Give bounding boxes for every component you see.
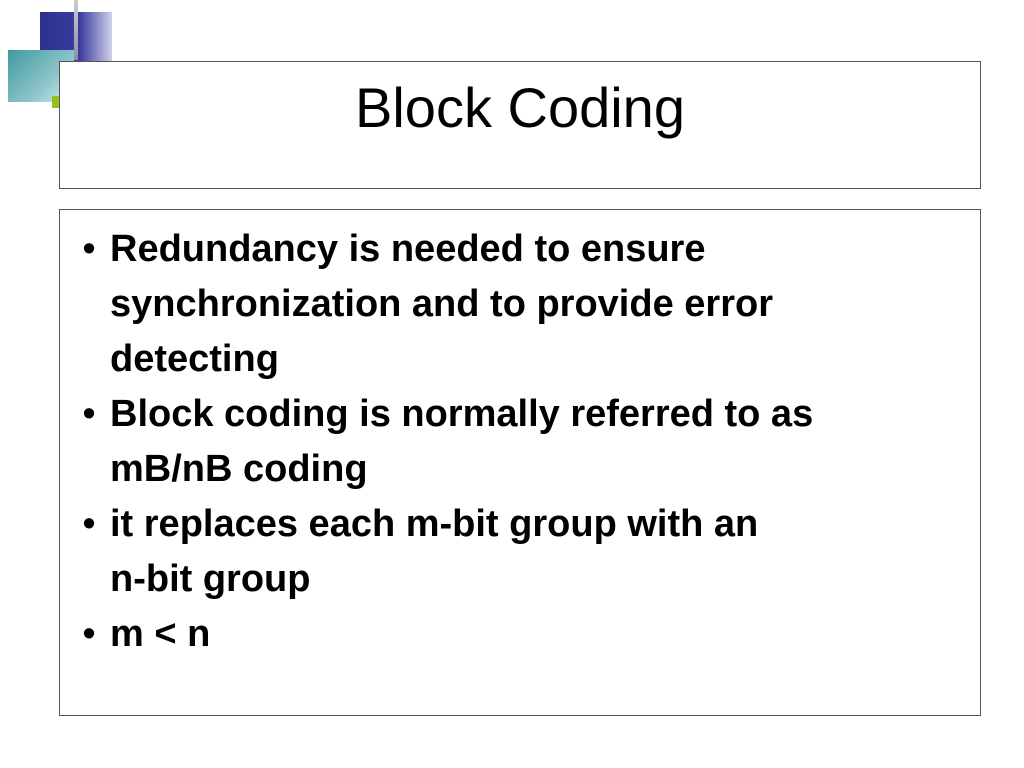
bullet-dot-icon: • bbox=[82, 503, 96, 545]
bullet-item-replaces: • it replaces each m-bit group with an n… bbox=[68, 497, 960, 607]
bullet-item-m-less-n: • m < n bbox=[68, 607, 960, 662]
bullet-text: m < n bbox=[110, 613, 211, 655]
bullet-dot-icon: • bbox=[82, 228, 96, 270]
slide-title: Block Coding bbox=[355, 76, 685, 139]
title-placeholder[interactable]: Block Coding bbox=[59, 61, 981, 189]
bullet-item-redundancy: • Redundancy is needed to ensure synchro… bbox=[68, 222, 960, 387]
bullet-item-mbnb: • Block coding is normally referred to a… bbox=[68, 387, 960, 497]
bullet-text: it replaces each m-bit group with an n-b… bbox=[110, 503, 759, 600]
content-placeholder[interactable]: • Redundancy is needed to ensure synchro… bbox=[59, 209, 981, 716]
bullet-text: Block coding is normally referred to as … bbox=[110, 393, 814, 490]
bullet-dot-icon: • bbox=[82, 613, 96, 655]
bullet-list: • Redundancy is needed to ensure synchro… bbox=[60, 210, 980, 662]
decorative-vertical-line bbox=[74, 0, 78, 60]
bullet-text: Redundancy is needed to ensure synchroni… bbox=[110, 228, 773, 380]
bullet-dot-icon: • bbox=[82, 393, 96, 435]
decorative-green-square bbox=[52, 96, 62, 108]
